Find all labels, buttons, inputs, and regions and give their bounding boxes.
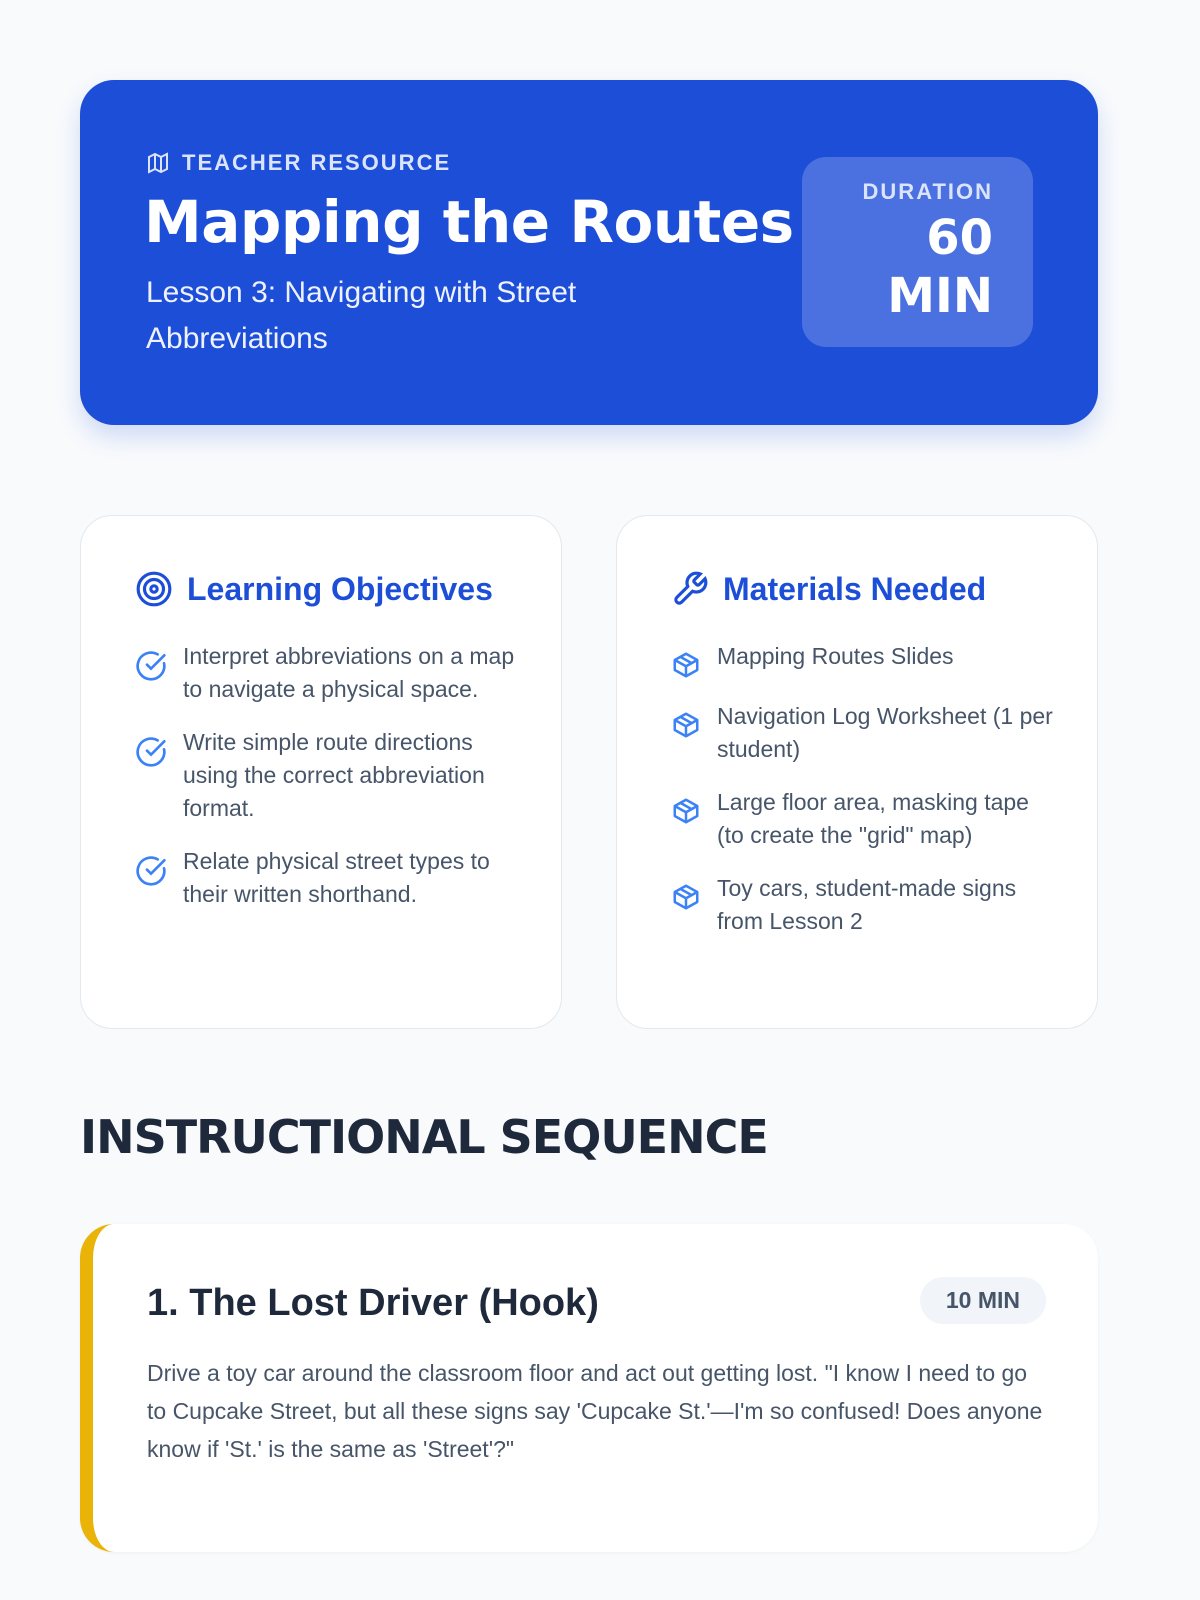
material-item-text: Mapping Routes Slides	[717, 643, 954, 669]
objective-item: Relate physical street types to their wr…	[135, 845, 521, 911]
objective-item-text: Relate physical street types to their wr…	[183, 848, 490, 907]
objectives-title: Learning Objectives	[187, 570, 493, 607]
package-icon	[673, 652, 699, 678]
target-icon	[136, 571, 172, 607]
eyebrow-text: TEACHER RESOURCE	[182, 150, 452, 175]
map-icon	[148, 152, 168, 174]
objective-item: Interpret abbreviations on a map to navi…	[135, 640, 521, 706]
objective-item-text: Interpret abbreviations on a map to navi…	[183, 643, 515, 702]
check-circle-icon	[136, 856, 166, 886]
material-item: Navigation Log Worksheet (1 per student)	[671, 700, 1057, 766]
step-description: Drive a toy car around the classroom flo…	[147, 1360, 1043, 1462]
objective-item: Write simple route directions using the …	[135, 726, 521, 825]
material-item-text: Large floor area, masking tape (to creat…	[717, 789, 1029, 848]
material-item-text: Toy cars, student-made signs from Lesson…	[717, 875, 1017, 934]
duration-box: DURATION 60 MIN	[802, 157, 1033, 347]
duration-value: 60	[926, 210, 993, 266]
material-item-text: Navigation Log Worksheet (1 per student)	[717, 703, 1053, 762]
section-heading: INSTRUCTIONAL SEQUENCE	[80, 1110, 769, 1164]
step-card: 1. The Lost Driver (Hook) 10 MIN Drive a…	[80, 1224, 1098, 1552]
check-circle-icon	[136, 651, 166, 681]
objectives-card: Learning Objectives Interpret abbreviati…	[80, 515, 562, 1029]
material-item: Large floor area, masking tape (to creat…	[671, 786, 1057, 852]
objective-item-text: Write simple route directions using the …	[183, 729, 485, 821]
package-icon	[673, 712, 699, 738]
package-icon	[673, 798, 699, 824]
material-item: Mapping Routes Slides	[671, 640, 1057, 680]
check-circle-icon	[136, 737, 166, 767]
duration-unit: MIN	[887, 268, 993, 324]
material-item: Toy cars, student-made signs from Lesson…	[671, 872, 1057, 938]
duration-label: DURATION	[862, 179, 993, 204]
step-title: 1. The Lost Driver (Hook)	[147, 1282, 599, 1324]
page-title: Mapping the Routes	[144, 188, 794, 256]
wrench-icon	[674, 571, 708, 605]
step-duration-badge: 10 MIN	[919, 1277, 1046, 1324]
lesson-header: TEACHER RESOURCE Mapping the Routes Less…	[80, 80, 1098, 425]
package-icon	[673, 884, 699, 910]
eyebrow: TEACHER RESOURCE	[146, 150, 451, 176]
page-subtitle: Lesson 3: Navigating with Street Abbrevi…	[146, 276, 577, 355]
materials-title: Materials Needed	[723, 570, 987, 607]
